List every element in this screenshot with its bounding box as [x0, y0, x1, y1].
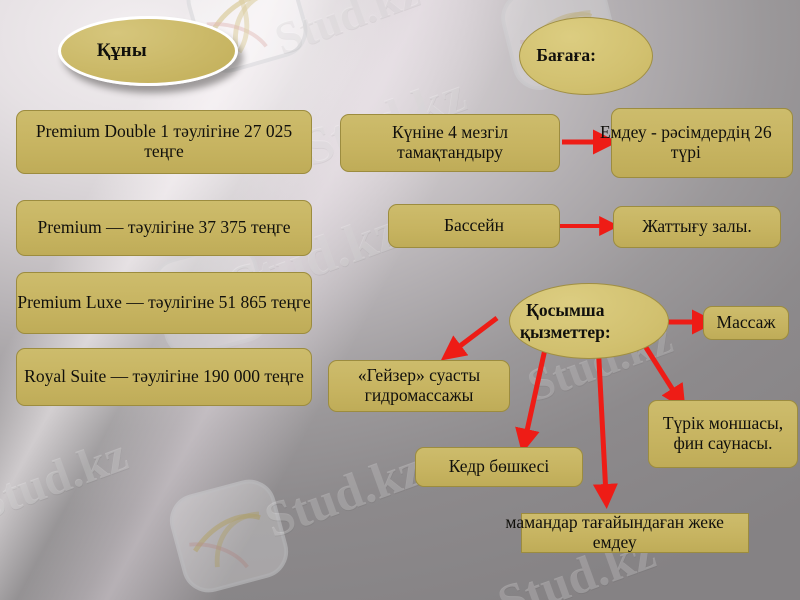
- stud-kz-logo-watermark: [158, 469, 300, 600]
- section-heading-prices: Құны: [58, 16, 238, 86]
- extras-item-geyser-hydromassage: «Гейзер» суасты гидромассажы: [328, 360, 510, 412]
- extras-item-label: мамандар тағайындаған жеке емдеу: [505, 512, 724, 552]
- section-heading-included-label: Бағаға:: [536, 45, 596, 66]
- watermark-text: Stud.kz: [0, 427, 135, 532]
- extras-item-individual-treatment: мамандар тағайындаған жеке емдеу: [505, 513, 749, 553]
- extras-item-label: «Гейзер» суасты гидромассажы: [357, 365, 481, 405]
- extras-item-massage: Массаж: [703, 306, 789, 340]
- section-heading-extras-label: Қосымша қызметтер:: [519, 299, 611, 342]
- included-item-meals: Күніне 4 мезгіл тамақтандыру: [340, 114, 560, 172]
- included-item-treatments: Емдеу - рәсімдердің 26 түрі: [600, 108, 793, 178]
- price-item-premium-double: Premium Double 1 тәулігіне 27 025 теңге: [16, 110, 312, 174]
- section-heading-extras: Қосымша қызметтер:: [509, 283, 669, 359]
- price-item-label: Royal Suite — тәулігіне 190 000 теңге: [24, 366, 304, 387]
- included-item-pool: Бассейн: [388, 204, 560, 248]
- section-heading-included: Бағаға:: [519, 17, 653, 95]
- extras-item-turkish-bath-finnish-sauna: Түрік моншасы, фин саунасы.: [648, 400, 798, 468]
- price-item-royal-suite: Royal Suite — тәулігіне 190 000 теңге: [16, 348, 312, 406]
- included-item-gym: Жаттығу залы.: [613, 206, 781, 248]
- extras-item-label: Түрік моншасы, фин саунасы.: [662, 413, 784, 453]
- price-item-label: Premium Luxe — тәулігіне 51 865 теңге: [17, 292, 311, 313]
- price-item-label: Premium Double 1 тәулігіне 27 025 теңге: [35, 121, 293, 161]
- extras-item-label: Кедр бөшкесі: [448, 456, 550, 477]
- extras-item-label: Массаж: [716, 312, 776, 333]
- section-heading-prices-label: Құны: [96, 40, 148, 62]
- extras-item-cedar-barrel: Кедр бөшкесі: [415, 447, 583, 487]
- watermark-text: Stud.kz: [267, 0, 426, 65]
- price-item-premium: Premium — тәулігіне 37 375 теңге: [16, 200, 312, 256]
- included-item-label: Бассейн: [443, 215, 505, 236]
- included-item-label: Емдеу - рәсімдердің 26 түрі: [599, 122, 772, 162]
- watermark-text: Stud.kz: [257, 439, 430, 549]
- included-item-label: Күніне 4 мезгіл тамақтандыру: [391, 122, 509, 162]
- included-item-label: Жаттығу залы.: [642, 216, 752, 237]
- price-item-label: Premium — тәулігіне 37 375 теңге: [37, 217, 291, 238]
- price-item-premium-luxe: Premium Luxe — тәулігіне 51 865 теңге: [16, 272, 312, 334]
